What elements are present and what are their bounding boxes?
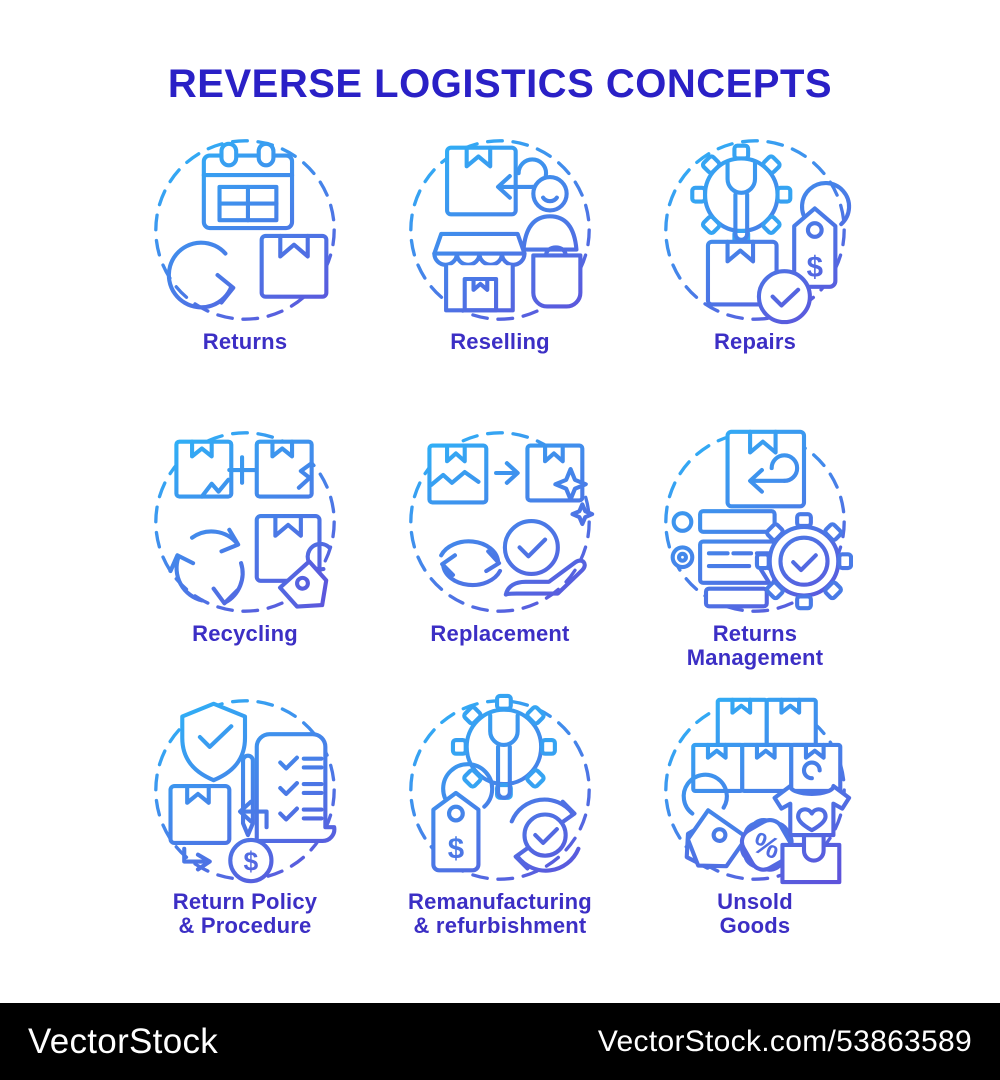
watermark-url: VectorStock.com/53863589 bbox=[597, 1024, 972, 1058]
concept-card-returns: Returns bbox=[118, 132, 373, 424]
concept-label: Reselling bbox=[450, 329, 550, 354]
concept-card-unsold-goods: % Unsold Goods bbox=[628, 692, 883, 982]
concept-card-remanufacturing: $ Remanufacturing & refurbishment bbox=[373, 692, 628, 982]
dollar-glyph: $ bbox=[448, 833, 464, 866]
returns-icon bbox=[154, 139, 336, 321]
remanufacturing-icon: $ bbox=[409, 693, 591, 881]
watermark-brand: VectorStock bbox=[28, 1021, 219, 1061]
concept-card-recycling: Recycling bbox=[118, 424, 373, 692]
concept-label: Recycling bbox=[192, 621, 298, 646]
replacement-icon bbox=[409, 431, 595, 613]
concept-label: Unsold Goods bbox=[717, 889, 793, 938]
watermark-bar: VectorStock VectorStock.com/53863589 bbox=[0, 1003, 1000, 1080]
returns-management-icon bbox=[664, 429, 853, 613]
concept-label: Returns Management bbox=[686, 621, 824, 670]
dollar-glyph: $ bbox=[244, 846, 259, 876]
recycling-icon bbox=[154, 431, 336, 613]
concept-card-replacement: Replacement bbox=[373, 424, 628, 692]
concept-card-return-policy: $ Return Policy & Procedure bbox=[118, 692, 373, 982]
return-policy-icon: $ bbox=[154, 699, 337, 884]
concept-card-reselling: Reselling bbox=[373, 132, 628, 424]
concepts-grid: Returns bbox=[0, 132, 1000, 982]
concept-label: Repairs bbox=[713, 329, 797, 354]
concept-label: Remanufacturing & refurbishment bbox=[408, 889, 592, 938]
dollar-glyph: $ bbox=[807, 251, 823, 284]
concept-card-returns-management: Returns Management bbox=[628, 424, 883, 692]
page-title: REVERSE LOGISTICS CONCEPTS bbox=[167, 62, 833, 106]
concept-card-repairs: $ Repairs bbox=[628, 132, 883, 424]
repairs-icon: $ bbox=[664, 139, 852, 325]
unsold-goods-icon: % bbox=[664, 697, 852, 885]
concept-label: Replacement bbox=[430, 621, 570, 646]
concept-label: Returns bbox=[202, 329, 288, 354]
concept-label: Return Policy & Procedure bbox=[172, 889, 318, 938]
reselling-icon bbox=[409, 139, 591, 321]
